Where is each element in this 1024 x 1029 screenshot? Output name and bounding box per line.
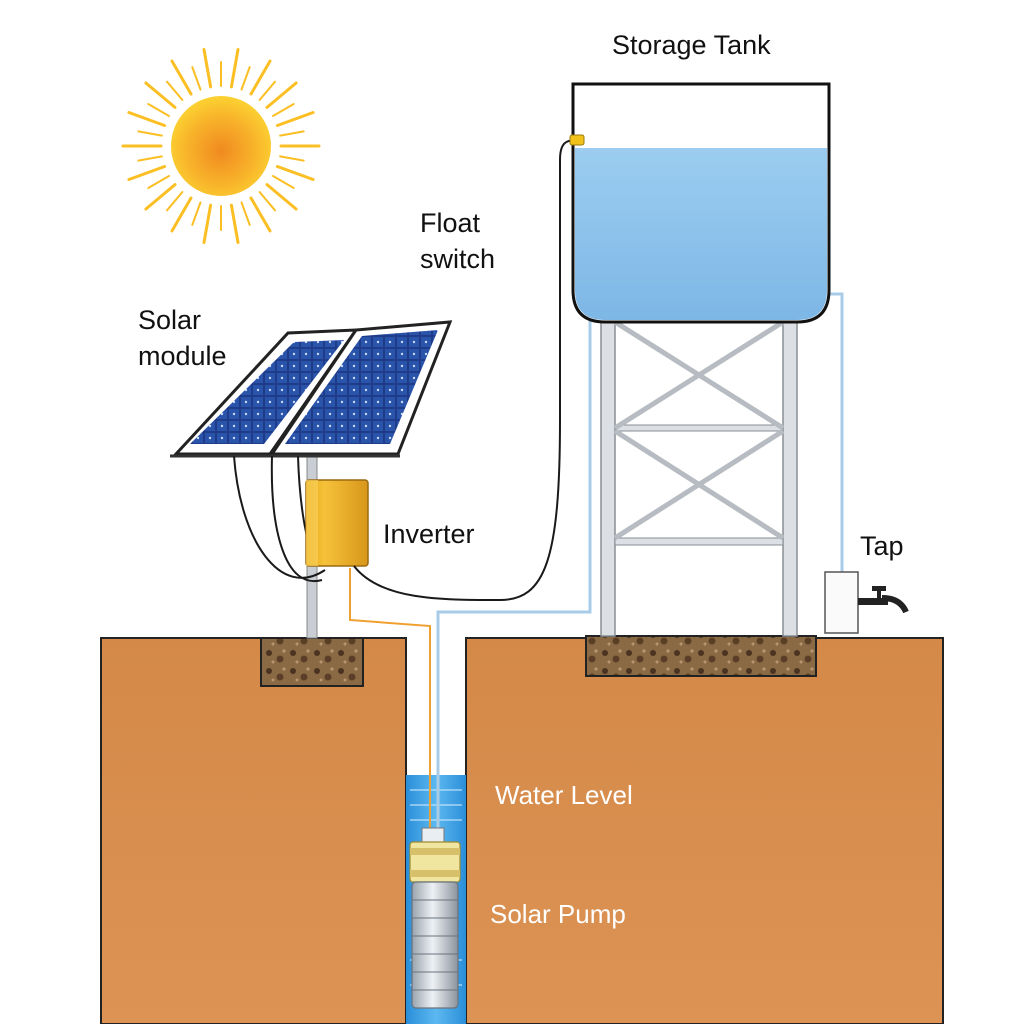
tap-label: Tap bbox=[860, 531, 904, 561]
sun-ray bbox=[265, 183, 298, 211]
pump-power-cable bbox=[349, 568, 431, 828]
sun-ray bbox=[166, 191, 184, 212]
solar-module-label: Solar module bbox=[138, 302, 227, 374]
sun-ray bbox=[127, 111, 167, 127]
sun-ray bbox=[229, 203, 240, 244]
tap-icon bbox=[824, 571, 909, 634]
sun-ray bbox=[240, 66, 251, 91]
sun-ray bbox=[137, 130, 163, 137]
sun-ray bbox=[191, 66, 202, 91]
sun-ray bbox=[137, 155, 163, 162]
sun-ray bbox=[127, 165, 167, 181]
sun-ray bbox=[265, 81, 298, 109]
soil-right bbox=[465, 637, 944, 1025]
sun-icon bbox=[121, 48, 321, 244]
sun-ray bbox=[279, 155, 305, 162]
float-switch-label-line2: switch bbox=[420, 244, 496, 274]
sun-ray bbox=[272, 103, 295, 117]
float-switch-label-line1: Float bbox=[420, 208, 481, 238]
float-switch-cable bbox=[353, 139, 577, 602]
sun-ray bbox=[258, 80, 276, 101]
sun-ray bbox=[249, 59, 272, 96]
solar-module-label-line2: module bbox=[138, 341, 227, 371]
sun-ray bbox=[279, 130, 305, 137]
solar-pump-label: Solar Pump bbox=[490, 899, 626, 929]
soil-left bbox=[100, 637, 407, 1025]
sun-ray bbox=[275, 165, 315, 181]
storage-tank bbox=[571, 82, 831, 324]
float-switch-label: Float switch bbox=[420, 205, 495, 277]
inverter-label: Inverter bbox=[383, 519, 475, 549]
water-level-label: Water Level bbox=[495, 780, 633, 810]
sun-ray bbox=[258, 191, 276, 212]
tower-foundation bbox=[585, 635, 817, 677]
sun-disc bbox=[171, 96, 271, 196]
sun-ray bbox=[144, 183, 177, 211]
outlet-pipe bbox=[828, 292, 844, 572]
tank-tower bbox=[600, 317, 798, 637]
sun-ray bbox=[240, 201, 251, 226]
sun-ray bbox=[249, 196, 272, 233]
sun-ray bbox=[166, 80, 184, 101]
sun-ray bbox=[272, 175, 295, 189]
solar-pump bbox=[409, 827, 461, 1009]
sun-ray bbox=[147, 175, 170, 189]
sun-ray bbox=[229, 48, 240, 89]
sun-ray bbox=[170, 59, 193, 96]
solar-module-label-line1: Solar bbox=[138, 305, 202, 335]
sun-ray bbox=[202, 48, 213, 89]
storage-tank-label: Storage Tank bbox=[612, 30, 771, 60]
sun-ray bbox=[147, 103, 170, 117]
sun-ray bbox=[191, 201, 202, 226]
solar-module bbox=[170, 320, 453, 458]
sun-ray bbox=[170, 196, 193, 233]
panel-foundation bbox=[260, 637, 364, 687]
sun-ray bbox=[202, 203, 213, 244]
sun-ray bbox=[275, 111, 315, 127]
float-switch-sensor bbox=[569, 134, 585, 146]
inverter-box bbox=[305, 479, 369, 567]
sun-ray bbox=[144, 81, 177, 109]
